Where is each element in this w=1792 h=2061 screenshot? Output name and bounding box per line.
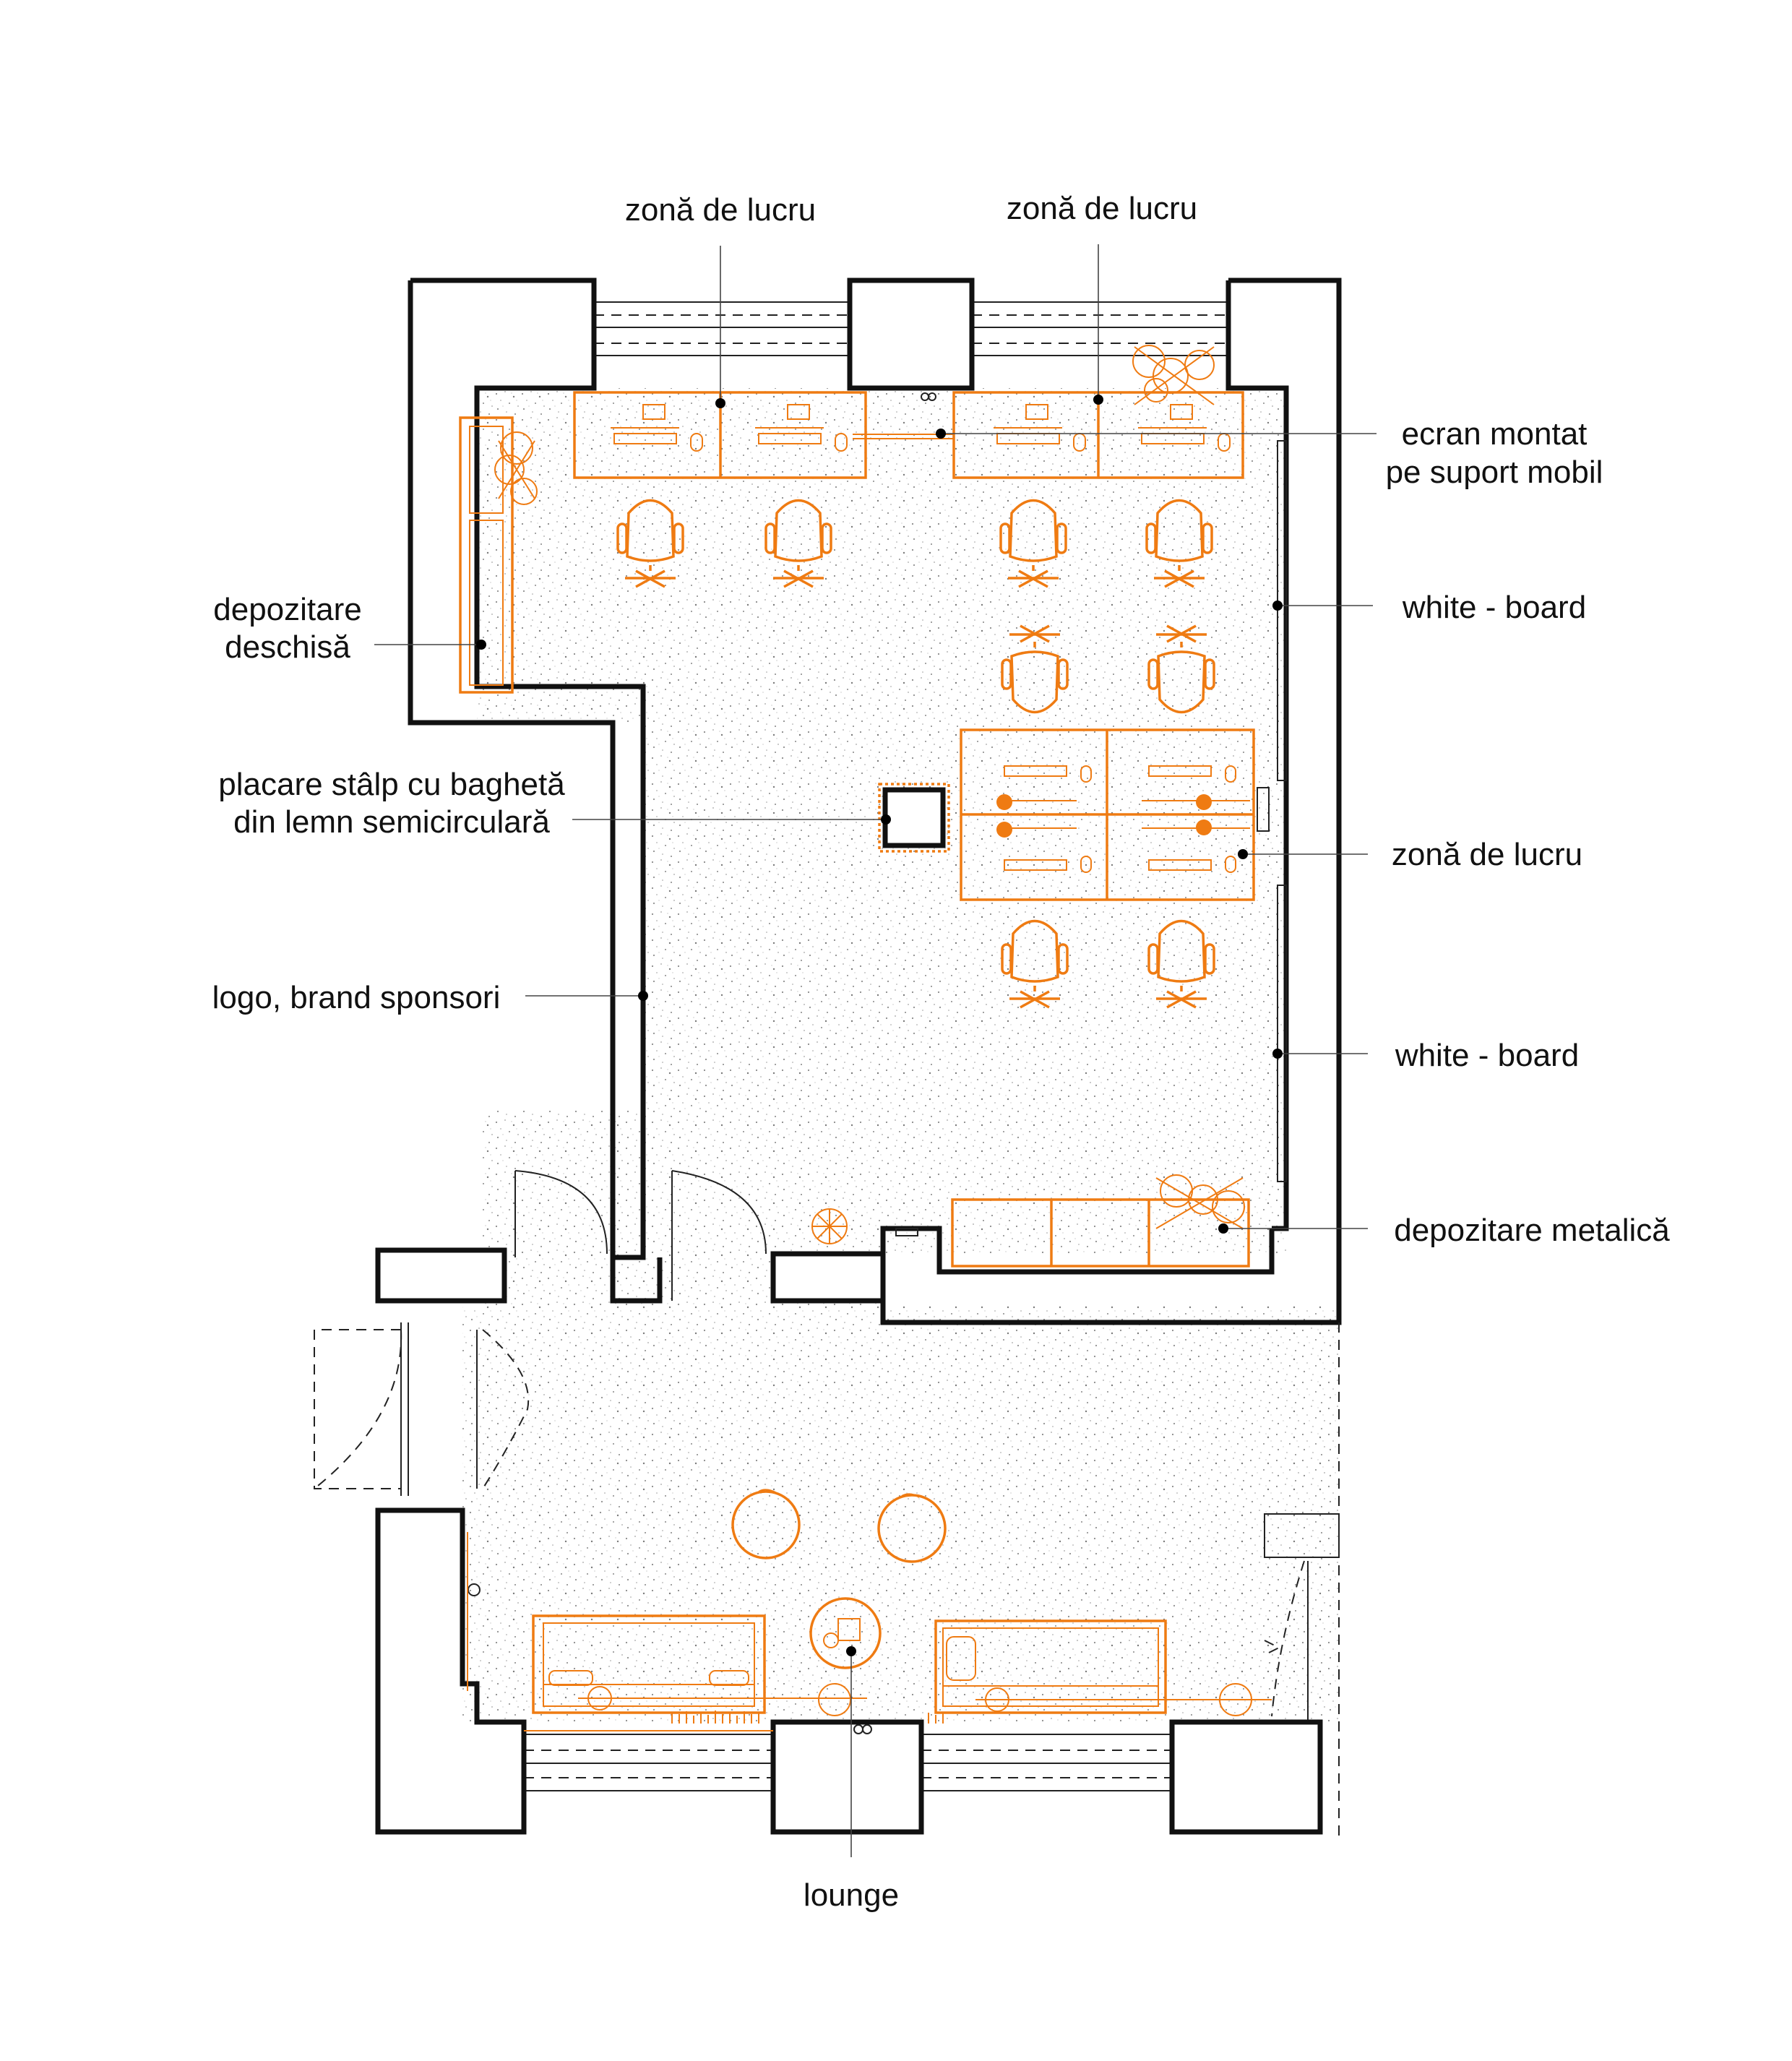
plant-icon <box>1155 1174 1245 1229</box>
walls <box>314 277 1342 1843</box>
chair-icon <box>999 499 1067 588</box>
plant-icon <box>1132 345 1215 405</box>
floor-area <box>462 388 1339 1722</box>
label-screen-line2: pe suport mobil <box>1386 455 1603 490</box>
sofa-icon <box>532 1614 766 1714</box>
label-open-storage-line1: depozitare <box>213 592 361 627</box>
label-pillar-line2: din lemn semicirculară <box>233 804 550 840</box>
label-whiteboard-bottom: white - board <box>1395 1038 1579 1073</box>
label-workzone-top-left: zonă de lucru <box>625 192 816 228</box>
metal-storage-cabinet <box>811 1174 1250 1268</box>
annotation-labels: zonă de lucru zonă de lucru ecran montat… <box>212 191 1671 1913</box>
chair-icon <box>1147 624 1215 714</box>
plant-icon <box>494 431 538 505</box>
label-logo-brand: logo, brand sponsori <box>212 980 501 1015</box>
leader-lines <box>374 244 1377 1857</box>
label-pillar-line1: placare stâlp cu baghetă <box>218 767 565 802</box>
bottom-windows <box>524 1734 1172 1791</box>
chair-icon <box>1001 624 1069 714</box>
label-whiteboard-top: white - board <box>1402 590 1586 625</box>
top-chairs <box>616 499 1213 588</box>
chair-icon <box>1145 499 1213 588</box>
bookshelf-icon <box>524 1711 944 1731</box>
label-workzone-middle: zonă de lucru <box>1392 837 1582 872</box>
label-screen-line1: ecran montat <box>1402 416 1588 452</box>
label-lounge: lounge <box>804 1877 899 1913</box>
side-table-icon <box>809 1597 882 1669</box>
chair-icon <box>764 499 832 588</box>
sofa-icon <box>934 1619 1167 1714</box>
fan-icon <box>811 1208 848 1244</box>
chair-icon <box>1001 919 1069 1009</box>
label-metal-storage: depozitare metalică <box>1394 1213 1670 1248</box>
label-open-storage-line2: deschisă <box>225 629 350 665</box>
label-workzone-top-right: zonă de lucru <box>1007 191 1197 226</box>
ottoman-icon <box>731 1489 947 1563</box>
chair-icon <box>1147 919 1215 1009</box>
chair-icon <box>616 499 684 588</box>
top-desks <box>573 345 1244 479</box>
open-storage-shelf <box>459 416 538 694</box>
center-desk-cluster <box>960 728 1255 901</box>
center-chairs <box>1001 624 1215 1009</box>
top-windows <box>594 301 1228 356</box>
lounge-furniture <box>524 1489 1272 1731</box>
